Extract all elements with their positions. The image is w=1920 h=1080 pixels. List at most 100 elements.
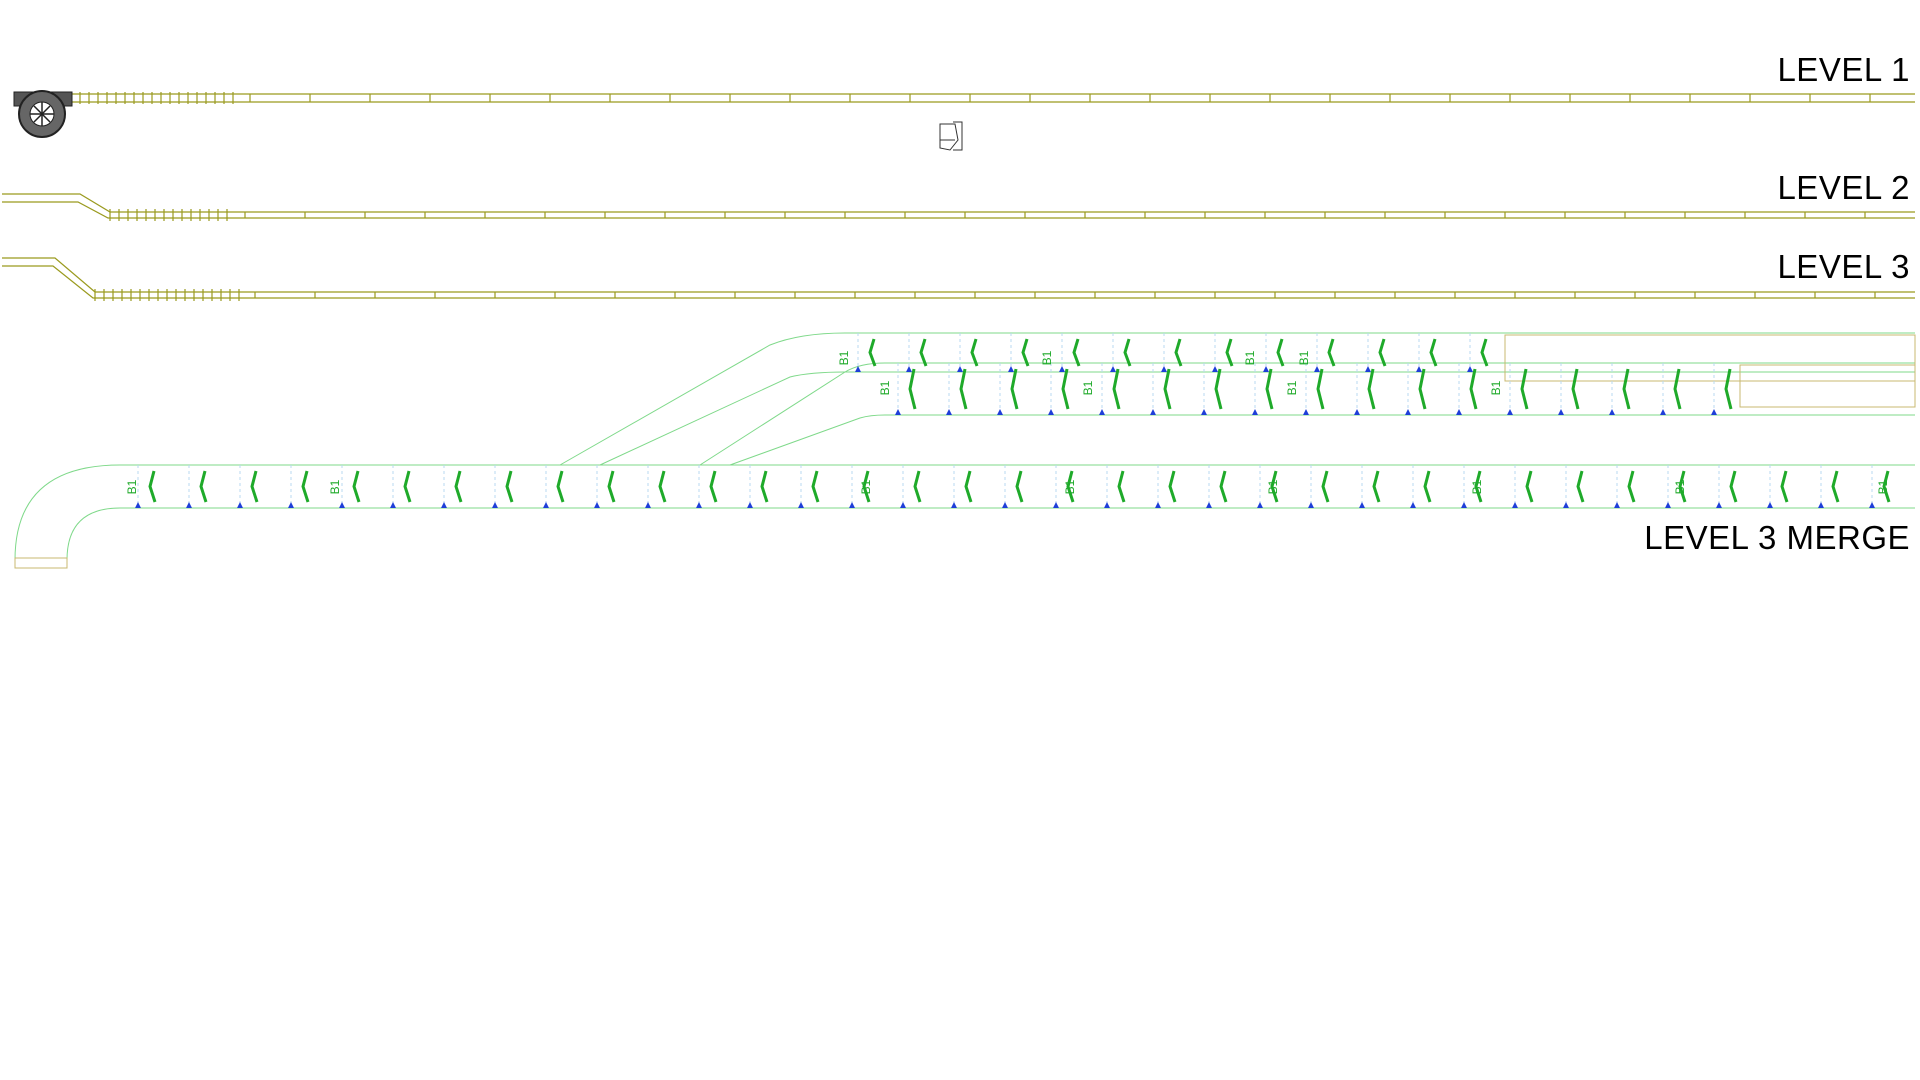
roller-marker (1104, 502, 1110, 508)
level-2-conveyor (2, 193, 1915, 221)
roller-marker (1405, 409, 1411, 415)
roller-marker (1416, 366, 1422, 372)
roller-marker (1252, 409, 1258, 415)
roller-bar (811, 470, 820, 503)
zone-tag-b1: B1 (1470, 479, 1484, 494)
roller-bar (1474, 470, 1483, 503)
roller-bar (1367, 368, 1376, 410)
roller-marker (1002, 502, 1008, 508)
roller-bar (658, 470, 667, 503)
roller-marker (1512, 502, 1518, 508)
roller-marker (1818, 502, 1824, 508)
roller-marker (390, 502, 396, 508)
roller-marker (798, 502, 804, 508)
roller-marker (645, 502, 651, 508)
roller-marker (1711, 409, 1717, 415)
roller-bar (1015, 470, 1024, 503)
roller-marker (1456, 409, 1462, 415)
roller-marker (1206, 502, 1212, 508)
roller-bar (1525, 470, 1534, 503)
roller-bar (1378, 338, 1387, 367)
roller-bar (1168, 470, 1177, 503)
roller-bar (1214, 368, 1223, 410)
roller-bar (1622, 368, 1631, 410)
zone-tag-b1: B1 (1266, 479, 1280, 494)
roller-bar (919, 338, 928, 367)
roller-marker (1467, 366, 1473, 372)
level-3-label: LEVEL 3 (1777, 248, 1910, 285)
roller-marker (1308, 502, 1314, 508)
roller-marker (1048, 409, 1054, 415)
zone-tag-b1: B1 (1040, 350, 1054, 365)
roller-marker (849, 502, 855, 508)
roller-marker (1263, 366, 1269, 372)
roller-marker (906, 366, 912, 372)
roller-marker (895, 409, 901, 415)
roller-marker (1059, 366, 1065, 372)
roller-marker (1660, 409, 1666, 415)
roller-marker (1150, 409, 1156, 415)
roller-bar (1831, 470, 1840, 503)
roller-bar (556, 470, 565, 503)
roller-bar (1219, 470, 1228, 503)
roller-marker (1303, 409, 1309, 415)
zone-tag-b1: B1 (878, 380, 892, 395)
roller-bar (1480, 338, 1489, 367)
roller-marker (1110, 366, 1116, 372)
roller-bar (1673, 368, 1682, 410)
roller-marker (237, 502, 243, 508)
roller-bar (1576, 470, 1585, 503)
zone-tag-b1: B1 (837, 350, 851, 365)
zone-tag-b1: B1 (328, 479, 342, 494)
roller-bar (1423, 470, 1432, 503)
roller-marker (1155, 502, 1161, 508)
zone-tag-b1: B1 (1243, 350, 1257, 365)
roller-bar (1724, 368, 1733, 410)
roller-marker (1609, 409, 1615, 415)
zone-tag-b1: B1 (1876, 479, 1890, 494)
zone-tag-b1: B1 (1063, 479, 1077, 494)
roller-marker (1410, 502, 1416, 508)
roller-bar (862, 470, 871, 503)
roller-bar (1061, 368, 1070, 410)
roller-bar (454, 470, 463, 503)
roller-bar (1418, 368, 1427, 410)
roller-bar (908, 368, 917, 410)
roller-bar (1627, 470, 1636, 503)
roller-bar (1174, 338, 1183, 367)
zone-tag-b1: B1 (1297, 350, 1311, 365)
level-1-conveyor (70, 92, 1915, 104)
roller-bar (1021, 338, 1030, 367)
roller-bar (1882, 470, 1891, 503)
roller-bar (1225, 338, 1234, 367)
roller-marker (1257, 502, 1263, 508)
roller-bar (1112, 368, 1121, 410)
roller-bar (970, 338, 979, 367)
roller-bar (1072, 338, 1081, 367)
roller-bar (1117, 470, 1126, 503)
roller-bar (301, 470, 310, 503)
roller-bar (1010, 368, 1019, 410)
roller-bar (1316, 368, 1325, 410)
level-2-label: LEVEL 2 (1777, 169, 1910, 206)
roller-marker (1558, 409, 1564, 415)
zone-tag-b1: B1 (1285, 380, 1299, 395)
roller-marker (135, 502, 141, 508)
roller-bar (1520, 368, 1529, 410)
level-3-merge-conveyor (14, 332, 1916, 569)
roller-marker (1507, 409, 1513, 415)
zone-tag-b1: B1 (859, 479, 873, 494)
roller-bar (964, 470, 973, 503)
roller-marker (997, 409, 1003, 415)
roller-marker (543, 502, 549, 508)
roller-marker (1053, 502, 1059, 508)
roller-bar (1469, 368, 1478, 410)
roller-marker (1354, 409, 1360, 415)
roller-bar (1123, 338, 1132, 367)
level-3-merge-label: LEVEL 3 MERGE (1644, 519, 1910, 556)
roller-marker (1716, 502, 1722, 508)
part-icon (939, 121, 963, 151)
roller-marker (1161, 366, 1167, 372)
roller-marker (1767, 502, 1773, 508)
roller-bar (1571, 368, 1580, 410)
